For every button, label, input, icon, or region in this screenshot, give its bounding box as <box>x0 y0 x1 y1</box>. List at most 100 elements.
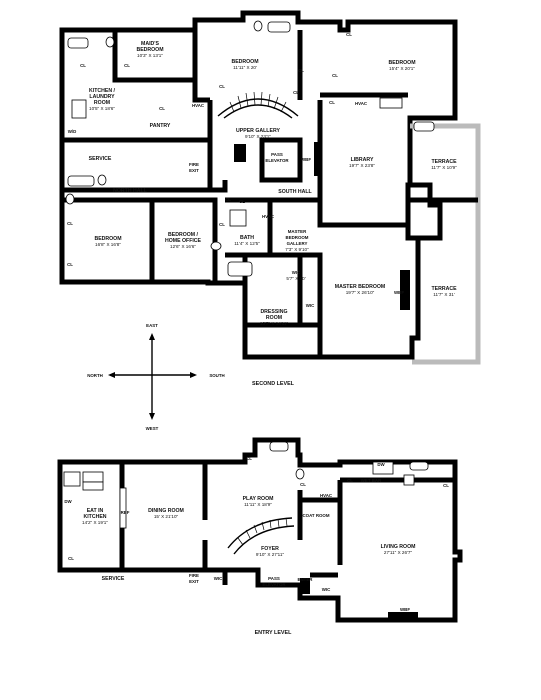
bedroom-right-label: BEDROOM <box>388 60 415 66</box>
upper-gallery-dim: 9'10" X 23'1" <box>245 134 271 139</box>
dressing-room-dim: 13'7" X 14'11" <box>260 321 289 326</box>
entry-pass-elevator-label: PASS <box>268 576 280 581</box>
entry-fire-exit-label: FIRE <box>189 573 199 578</box>
compass-north: NORTH <box>87 373 103 378</box>
bedroom-office-label-2: HOME OFFICE <box>165 238 202 244</box>
compass: NORTH SOUTH EAST WEST <box>87 323 225 431</box>
wbf-label-2: WBF <box>394 290 404 295</box>
bedroom-left-dim: 16'8" X 16'8" <box>95 242 121 247</box>
dw-label-1: DW <box>64 499 72 504</box>
closet-label: CL <box>159 106 165 111</box>
entry-wic-label-2: WIC <box>322 587 331 592</box>
closet-label: CL <box>68 556 74 561</box>
master-bedroom-label: MASTER BEDROOM <box>335 284 385 290</box>
closet-label: CL <box>300 482 306 487</box>
second-level-interior-walls <box>62 30 443 357</box>
library-dim: 19'7" X 23'8" <box>349 163 375 168</box>
dining-room-label: DINING ROOM <box>148 508 184 514</box>
library-fireplace <box>314 142 322 176</box>
foyer-dim: 9'10" X 27'11" <box>256 552 285 557</box>
north-hall-label: NORTH HALL <box>113 188 148 194</box>
compass-west: WEST <box>146 426 159 431</box>
maids-bedroom-label-2: BEDROOM <box>136 47 163 53</box>
closet-label: CL <box>67 221 73 226</box>
second-level-fixtures <box>65 20 435 277</box>
hvac-label: HVAC <box>320 493 333 498</box>
second-level-outer-wall <box>59 10 458 360</box>
bedroom-left-label: BEDROOM <box>94 236 121 242</box>
master-bedroom-dim: 19'7" X 26'10" <box>346 290 375 295</box>
south-hall-label: SOUTH HALL <box>278 189 312 195</box>
library-label: LIBRARY <box>351 157 374 163</box>
closet-label: CL <box>293 90 299 95</box>
eat-in-kitchen-label: EAT IN <box>87 508 104 514</box>
fire-exit-label-2: EXIT <box>189 168 199 173</box>
entry-level-closets: CL CL CL CL CL <box>68 456 449 561</box>
maids-bedroom-label: MAID'S <box>141 41 159 47</box>
wic-1-label: WIC <box>292 270 301 275</box>
compass-south: SOUTH <box>209 373 224 378</box>
bedroom-top-dim: 11'11" X 20' <box>233 65 257 70</box>
wbf-label-1: WBF <box>301 157 311 162</box>
entry-level-fixtures <box>63 441 429 529</box>
eat-in-kitchen-label-2: KITCHEN <box>83 514 106 520</box>
closet-label: CL <box>347 478 353 483</box>
entry-wbf-label: WBF <box>400 607 410 612</box>
entry-pass-elevator-label-2: ELEVATOR <box>262 582 286 587</box>
second-level-plan: MAID'S BEDROOM 10'3" X 13'1" BEDROOM 11'… <box>59 10 481 431</box>
bedroom-office-label: BEDROOM / <box>168 232 199 238</box>
service-label: SERVICE <box>89 156 112 162</box>
hvac-label-1: HVAC <box>192 103 205 108</box>
pantry-label: PANTRY <box>150 123 171 129</box>
dw-label-2: DW <box>377 462 385 467</box>
bedroom-top-label: BEDROOM <box>231 59 258 65</box>
closet-label: CL <box>80 63 86 68</box>
living-room-fireplace <box>388 612 418 620</box>
entry-wic-label-1: WIC <box>214 576 223 581</box>
ref-label: REF <box>121 510 130 515</box>
elevator-core <box>234 144 246 162</box>
bath-label: BATH <box>240 235 254 241</box>
dressing-room-label-2: ROOM <box>266 315 282 321</box>
closet-label: CL <box>239 199 245 204</box>
kitchen-laundry-label-2: LAUNDRY <box>89 94 115 100</box>
master-gallery-label-3: GALLERY <box>287 241 308 246</box>
living-room-label: LIVING ROOM <box>381 544 416 550</box>
closet-label: CL <box>219 84 225 89</box>
wet-bar-label: WET BAR <box>361 478 382 483</box>
terrace-outline <box>410 123 481 365</box>
second-level-title: SECOND LEVEL <box>252 381 295 387</box>
second-level-closets: CL CL CL CL CL CL CL CL CL CL CL CL CL C… <box>67 32 352 267</box>
entry-elevator-core <box>300 578 310 594</box>
bedroom-office-dim: 12'6" X 16'6" <box>170 244 196 249</box>
foyer-label: FOYER <box>261 546 279 552</box>
closet-label: CL <box>332 73 338 78</box>
upper-gallery-stair <box>217 91 299 119</box>
bedroom-right-dim: 15'4" X 20'1" <box>389 66 415 71</box>
bath-dim: 11'4" X 12'5" <box>234 241 260 246</box>
kitchen-laundry-dim: 10'5" X 18'6" <box>89 106 115 111</box>
closet-label: CL <box>67 262 73 267</box>
closet-label: CL <box>329 100 335 105</box>
closet-label: CL <box>225 197 231 202</box>
wd-label: W/D <box>68 129 77 134</box>
closet-label: CL <box>346 32 352 37</box>
dining-room-dim: 15' X 21'10" <box>154 514 179 519</box>
enter-label: ENTER <box>298 577 314 582</box>
pass-elevator-label: PASS <box>271 152 283 157</box>
wic-2-label: WIC <box>306 303 315 308</box>
coat-room-label: COAT ROOM <box>303 513 330 518</box>
fire-exit-label: FIRE <box>189 162 199 167</box>
master-gallery-dim: 7'3" X 9'10" <box>285 247 309 252</box>
master-gallery-label: MASTER <box>288 229 307 234</box>
closet-label: CL <box>298 68 304 73</box>
terrace-2-label: TERRACE <box>431 286 457 292</box>
master-gallery-label-2: BEDROOM <box>286 235 309 240</box>
closet-label: CL <box>219 222 225 227</box>
play-room-dim: 11'11" X 18'9" <box>244 502 272 507</box>
wic-1-dim: 5'7" X 10' <box>286 276 305 281</box>
entry-level-plan: EAT IN KITCHEN 14'2" X 19'1" DW REF DINI… <box>57 437 463 636</box>
terrace-2-dim: 11'7" X 31' <box>433 292 455 297</box>
closet-label: CL <box>443 483 449 488</box>
hvac-label-3: HVAC <box>262 214 275 219</box>
